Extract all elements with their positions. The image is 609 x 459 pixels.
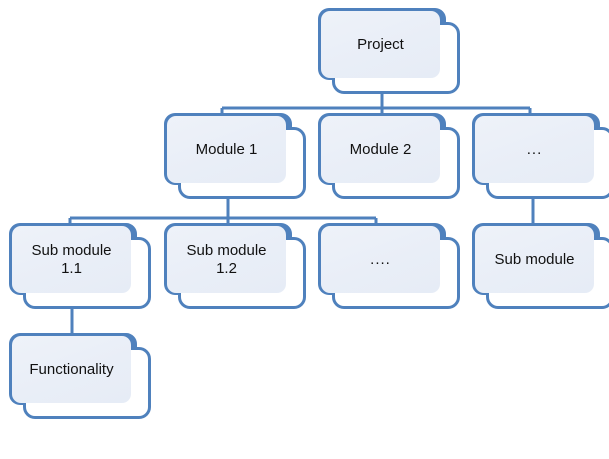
node-label: .... (370, 250, 391, 268)
node-project[interactable]: Project (318, 8, 460, 94)
node-panel: Sub module (475, 226, 594, 293)
node-module-1[interactable]: Module 1 (164, 113, 306, 199)
node-label: Module 2 (349, 140, 412, 158)
node-sub-module-more[interactable]: .... (318, 223, 460, 309)
node-panel: ... (475, 116, 594, 183)
node-label: Sub module 1.1 (31, 241, 112, 277)
node-label: Sub module 1.2 (186, 241, 267, 277)
node-panel: .... (321, 226, 440, 293)
node-panel: Module 1 (167, 116, 286, 183)
node-module-more[interactable]: ... (472, 113, 609, 199)
node-functionality[interactable]: Functionality (9, 333, 151, 419)
node-panel: Sub module 1.2 (167, 226, 286, 293)
node-panel: Functionality (12, 336, 131, 403)
node-panel: Project (321, 11, 440, 78)
node-sub-module[interactable]: Sub module (472, 223, 609, 309)
node-label: Module 1 (195, 140, 258, 158)
node-sub-module-1-1[interactable]: Sub module 1.1 (9, 223, 151, 309)
node-label: Functionality (29, 360, 114, 378)
node-label: Sub module (494, 250, 575, 268)
node-label: Project (357, 35, 404, 53)
node-sub-module-1-2[interactable]: Sub module 1.2 (164, 223, 306, 309)
node-label: ... (526, 140, 543, 158)
node-module-2[interactable]: Module 2 (318, 113, 460, 199)
node-panel: Module 2 (321, 116, 440, 183)
node-panel: Sub module 1.1 (12, 226, 131, 293)
